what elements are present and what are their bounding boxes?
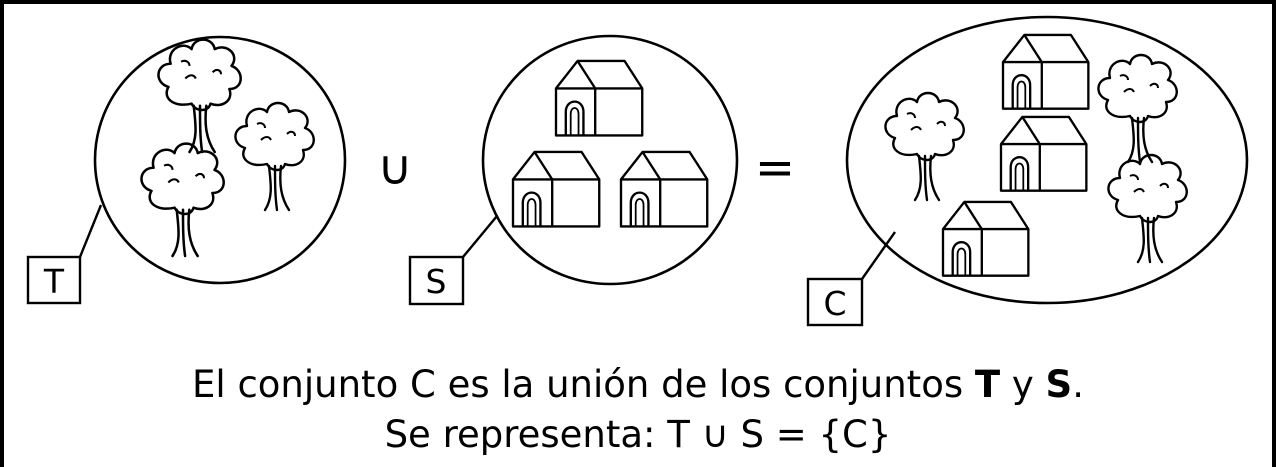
house-icon: [1001, 33, 1090, 110]
caption-text: El conjunto C es la unión de los conjunt…: [192, 363, 975, 406]
house-icon: [554, 59, 644, 137]
tree-icon: [1107, 153, 1188, 264]
set-t-circle: [93, 35, 347, 285]
set-s: S: [408, 34, 739, 306]
set-s-connector: [462, 215, 498, 258]
caption-text: .: [1072, 363, 1084, 406]
tree-icon: [157, 38, 242, 154]
set-s-label: S: [426, 262, 447, 301]
caption-text: y: [1000, 363, 1046, 406]
union-operator: ∪: [377, 140, 412, 196]
set-t-label: T: [43, 262, 65, 301]
house-icon: [999, 115, 1088, 192]
set-t-connector: [78, 204, 103, 258]
set-c-label-box: [806, 277, 864, 327]
tree-icon: [140, 142, 225, 258]
set-t-label-box: [26, 255, 82, 305]
set-c-label: C: [823, 284, 846, 323]
house-icon: [941, 200, 1030, 277]
set-c: C: [806, 15, 1249, 327]
house-icon: [511, 150, 601, 228]
equals-operator: =: [755, 140, 795, 196]
set-s-label-box: [408, 255, 465, 306]
caption-set-t: T: [974, 363, 1001, 406]
set-c-ellipse: [845, 15, 1249, 305]
set-c-connector: [861, 231, 896, 280]
tree-icon: [1097, 53, 1178, 164]
tree-icon: [234, 101, 315, 212]
caption-line-1: El conjunto C es la unión de los conjunt…: [0, 363, 1276, 406]
house-icon: [619, 150, 709, 228]
tree-icon: [884, 91, 965, 202]
set-t: T: [26, 35, 347, 305]
caption-line-2: Se representa: T ∪ S = {C}: [384, 413, 892, 456]
caption-set-s: S: [1045, 363, 1073, 406]
set-s-circle: [481, 34, 739, 286]
